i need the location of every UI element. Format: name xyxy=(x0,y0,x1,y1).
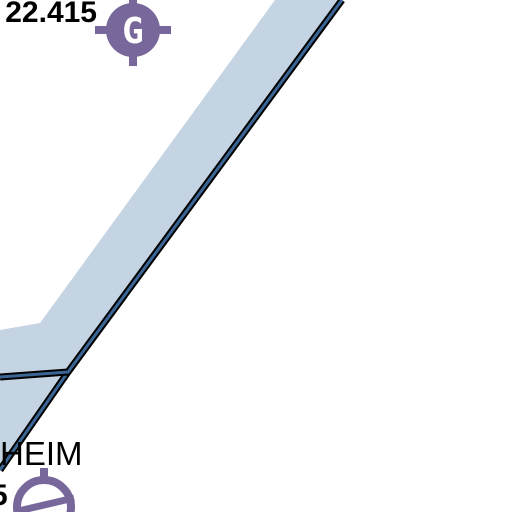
navaid-bottom-name: HEIM xyxy=(0,435,83,472)
navaid-bottom-symbol[interactable] xyxy=(13,468,75,512)
target-crosshair-icon xyxy=(13,468,75,512)
target-crosshair-icon xyxy=(95,0,171,66)
navaid-top-symbol[interactable]: G xyxy=(95,0,171,66)
navaid-top-frequency: 22.415 xyxy=(5,0,97,29)
airway-branch-line xyxy=(0,370,69,379)
navaid-top-letter: G xyxy=(122,11,144,52)
navaid-bottom-frequency: 5 xyxy=(0,479,8,512)
